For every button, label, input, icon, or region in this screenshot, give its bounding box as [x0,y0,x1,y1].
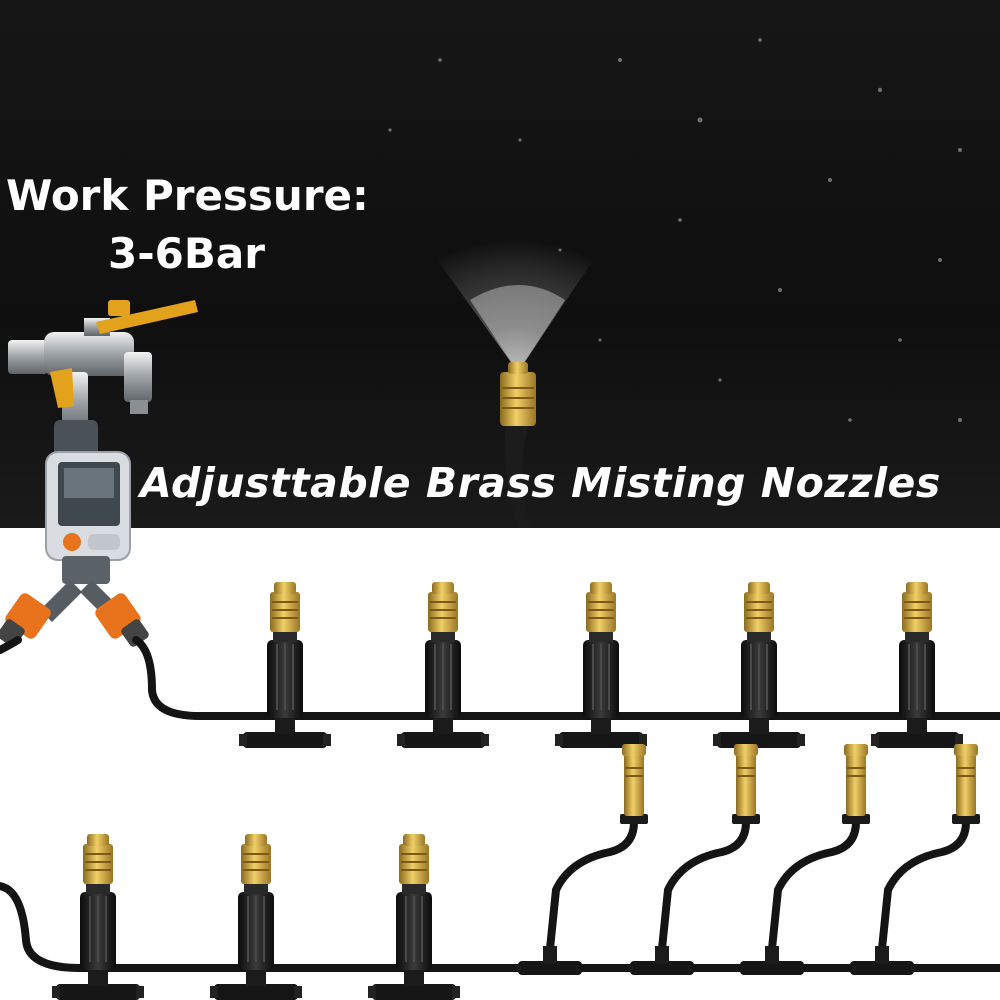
brass-tap-icon [8,300,198,432]
digital-water-timer-icon [45,420,131,584]
work-pressure-label: Work Pressure: [6,171,369,220]
water-droplets [388,38,962,422]
lower-nozzle-row [51,833,461,1000]
black-tubing [0,636,1000,972]
hero-brass-nozzle [500,362,536,528]
mist-spray [430,225,600,372]
upper-nozzle-row [238,581,964,749]
y-splitter-connectors [0,580,149,647]
nozzle-caption: Adjusttable Brass Misting Nozzles [140,459,941,507]
work-pressure-value: 3-6Bar [108,229,265,278]
